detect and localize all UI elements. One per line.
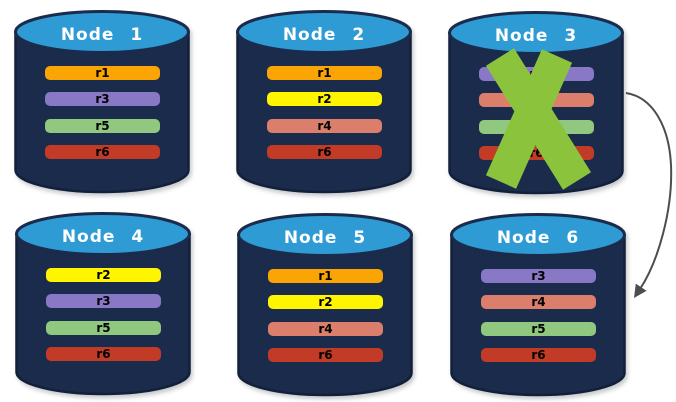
- replica-list: r1 r2 r4 r6: [268, 269, 383, 362]
- replica-bar: r6: [267, 144, 382, 159]
- replica-list: r2 r3 r5 r6: [46, 268, 161, 361]
- replica-bar: r2: [46, 268, 161, 282]
- replica-bar: r6: [479, 145, 594, 160]
- node-3: Node 3 r3 r4 r5 r6: [446, 10, 626, 196]
- replica-bar: r4: [268, 321, 383, 336]
- cylinder-top: [237, 213, 413, 257]
- cylinder-top: [15, 212, 191, 256]
- replica-bar: r3: [479, 67, 594, 81]
- replica-bar: r5: [45, 118, 160, 133]
- node-title: Node 3: [494, 26, 578, 46]
- replica-bar: r3: [481, 269, 596, 283]
- replica-bar: r6: [45, 144, 160, 159]
- replica-bar: r5: [46, 320, 161, 335]
- node-title: Node 4: [61, 227, 145, 247]
- replica-bar: r3: [46, 294, 161, 309]
- replica-bar: r2: [267, 92, 382, 107]
- failover-arrow: [625, 92, 673, 299]
- node-1: Node 1 r1 r3 r5 r6: [12, 9, 192, 195]
- node-6: Node 6 r3 r4 r5 r6: [448, 212, 628, 398]
- replica-list: r3 r4 r5 r6: [479, 67, 594, 160]
- cylinder-top: [450, 213, 626, 257]
- replica-bar: r1: [267, 66, 382, 80]
- replica-bar: r4: [479, 93, 594, 108]
- node-title: Node 5: [283, 228, 367, 248]
- replica-bar: r6: [481, 347, 596, 362]
- replica-bar: r6: [46, 346, 161, 361]
- cylinder-top: [236, 10, 412, 54]
- replica-bar: r1: [268, 269, 383, 283]
- cylinder-top: [14, 10, 190, 54]
- replica-list: r1 r2 r4 r6: [267, 66, 382, 159]
- node-4: Node 4 r2 r3 r5 r6: [13, 211, 193, 397]
- node-title: Node 1: [60, 25, 144, 45]
- node-title: Node 2: [282, 25, 366, 45]
- replica-bar: r4: [481, 295, 596, 310]
- replica-list: r1 r3 r5 r6: [45, 66, 160, 159]
- node-2: Node 2 r1 r2 r4 r6: [234, 9, 414, 195]
- replica-bar: r3: [45, 92, 160, 107]
- node-5: Node 5 r1 r2 r4 r6: [235, 212, 415, 398]
- node-title: Node 6: [496, 228, 580, 248]
- replica-bar: r1: [45, 66, 160, 80]
- replica-bar: r6: [268, 347, 383, 362]
- replica-bar: r5: [479, 119, 594, 134]
- replica-bar: r2: [268, 295, 383, 310]
- replica-bar: r4: [267, 118, 382, 133]
- replica-bar: r5: [481, 321, 596, 336]
- replica-list: r3 r4 r5 r6: [481, 269, 596, 362]
